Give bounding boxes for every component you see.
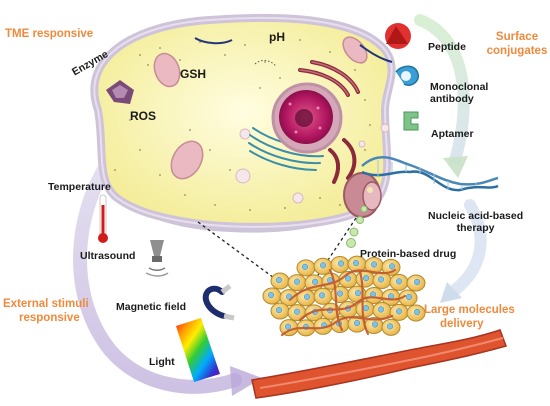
category-surface-line1: Surface (495, 31, 539, 43)
label-peptide: Peptide (428, 41, 466, 53)
tumor-cell-nucleus (362, 275, 370, 282)
tumor-cell-nucleus (353, 320, 361, 327)
tumor-cell-nucleus (386, 323, 394, 330)
tumor-cell-nucleus (377, 306, 385, 313)
ultrasound-probe-icon (145, 240, 169, 277)
label-ph: pH (269, 30, 285, 44)
tumor-cell-nucleus (354, 290, 362, 297)
tumor-cell-nucleus (319, 262, 327, 269)
label-nucleic-acid-therapy: Nucleic acid-based therapy (428, 210, 523, 234)
protein-beads-icon (346, 205, 368, 248)
peptide-icon (385, 23, 411, 49)
label-nucleic-line2: therapy (456, 222, 495, 234)
tumor-cell-nucleus (303, 293, 311, 300)
label-temperature: Temperature (48, 181, 111, 193)
tumor-cell-nucleus (344, 275, 352, 282)
cycle-arrows (73, 14, 487, 396)
label-nucleic-line1: Nucleic acid-based (428, 210, 524, 222)
thermometer-icon (98, 194, 108, 243)
tumor-cell-nucleus (318, 292, 326, 299)
tumor-cell-nucleus (293, 308, 301, 315)
tumor-cell-nucleus (370, 261, 378, 268)
tumor-cell-nucleus (377, 276, 385, 283)
category-large-molecules: Large molecules delivery (424, 303, 515, 331)
tumor-cell-nucleus (337, 260, 345, 267)
antibody-icon (395, 65, 419, 86)
category-surface-conjugates: Surface conjugates (484, 30, 550, 58)
magnet-icon (202, 284, 235, 321)
tumor-cell-nucleus (405, 293, 413, 301)
label-ros: ROS (130, 109, 157, 123)
tumor-cell-nucleus (275, 306, 283, 314)
zoom-lines (197, 217, 357, 287)
label-gsh: GSH (180, 67, 207, 81)
tumor-cell-nucleus (362, 305, 370, 312)
tumor-cell-nucleus (267, 291, 275, 299)
category-external-line2: responsive (19, 312, 80, 324)
label-light: Light (149, 356, 175, 368)
tumor-cell-nucleus (275, 276, 283, 284)
cell (90, 13, 396, 233)
tumor-cell-nucleus (311, 278, 319, 285)
category-external-line1: External stimuli (3, 298, 89, 310)
label-magnetic-field: Magnetic field (116, 301, 187, 313)
spectrum-icon (176, 318, 220, 382)
dna-helix-icon (361, 156, 499, 192)
category-large-line2: delivery (440, 318, 484, 330)
tumor-cell-nucleus (395, 278, 403, 285)
tumor-cell-nucleus (301, 263, 309, 270)
category-external-stimuli: External stimuli responsive (3, 297, 89, 325)
aptamer-icon (403, 111, 419, 131)
tumor-cell-nucleus (352, 260, 360, 267)
tumor-cell-nucleus (293, 278, 301, 285)
tumor-cell-nucleus (336, 290, 344, 297)
tumor-cell-nucleus (395, 308, 403, 315)
label-protein-drug: Protein-based drug (360, 248, 457, 260)
label-monoclonal-antibody: Monoclonal antibody (430, 81, 488, 105)
label-monoclonal-line2: antibody (430, 93, 474, 105)
filament-line (194, 37, 233, 45)
tumor-cell-nucleus (388, 263, 396, 270)
category-large-line1: Large molecules (424, 304, 515, 316)
tumor-cell-nucleus (371, 321, 379, 328)
tumor-cell-nucleus (413, 308, 421, 316)
category-surface-line2: conjugates (486, 45, 548, 57)
membrane-channel (343, 172, 382, 218)
enzyme-icon (106, 80, 134, 104)
label-aptamer: Aptamer (431, 128, 474, 140)
tumor-cell-nucleus (284, 323, 292, 330)
tumor-tissue (251, 255, 507, 399)
label-monoclonal-line1: Monoclonal (430, 81, 489, 93)
category-tme-responsive: TME responsive (5, 28, 94, 40)
tumor-cell-nucleus (413, 278, 421, 286)
label-ultrasound: Ultrasound (80, 250, 136, 262)
